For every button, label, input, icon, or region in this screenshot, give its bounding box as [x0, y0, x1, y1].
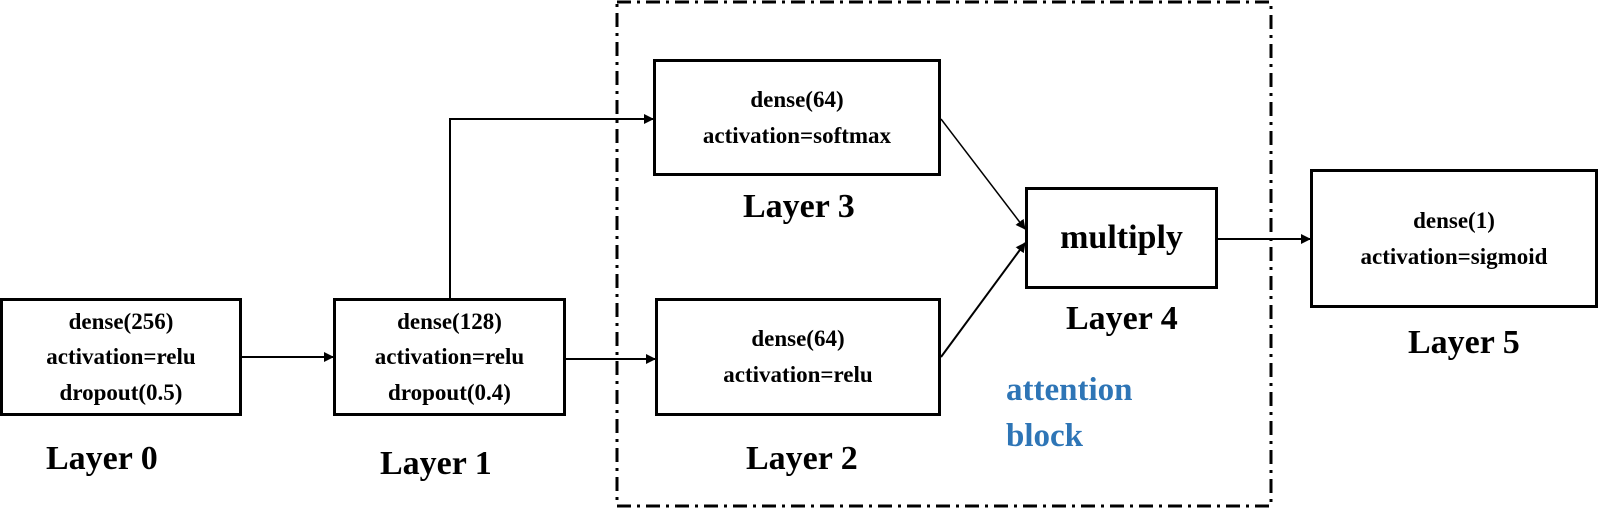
layer2-label: Layer 2 [746, 440, 858, 477]
attention-block-label-line-2: block [1006, 418, 1084, 454]
layer0-label: Layer 0 [46, 440, 158, 477]
layer1-line-3: dropout(0.4) [388, 379, 511, 405]
edge-layer3-layer4 [940, 118, 1026, 230]
attention-block-border [615, 0, 1273, 508]
layer1-line-1: dense(128) [397, 308, 502, 334]
layer3-line-1: dense(64) [750, 86, 844, 112]
layer0-line-2: activation=relu [46, 344, 196, 370]
layer2-line-2: activation=relu [723, 362, 873, 387]
layer1-line-2: activation=relu [374, 344, 525, 370]
layer5-box: dense(1) activation=sigmoid [1310, 169, 1598, 308]
layer4-line-1: multiply [1060, 218, 1183, 256]
layer3-label: Layer 3 [743, 188, 855, 225]
layer3-box: dense(64) activation=softmax [653, 59, 941, 176]
layer1-label: Layer 1 [380, 445, 492, 482]
layer2-line-1: dense(64) [751, 326, 845, 352]
edge-layer1-layer3 [449, 114, 654, 298]
layer4-label: Layer 4 [1066, 300, 1178, 337]
layer0-line-1: dense(256) [68, 308, 174, 334]
edge-layer2-layer4 [940, 242, 1026, 358]
layer5-line-2: activation=sigmoid [1360, 243, 1548, 269]
layer3-line-2: activation=softmax [702, 122, 892, 148]
layer1-box: dense(128) activation=relu dropout(0.4) [333, 298, 566, 416]
attention-block-label-line-1: attention [1006, 372, 1133, 408]
layer0-box: dense(256) activation=relu dropout(0.5) [0, 298, 242, 416]
layer0-line-3: dropout(0.5) [59, 379, 183, 405]
attention-block-label: attention block [1006, 367, 1133, 459]
layer5-label: Layer 5 [1408, 324, 1520, 361]
layer4-box: multiply [1025, 187, 1218, 289]
layer2-box: dense(64) activation=relu [655, 298, 941, 416]
layer5-line-1: dense(1) [1413, 207, 1495, 233]
